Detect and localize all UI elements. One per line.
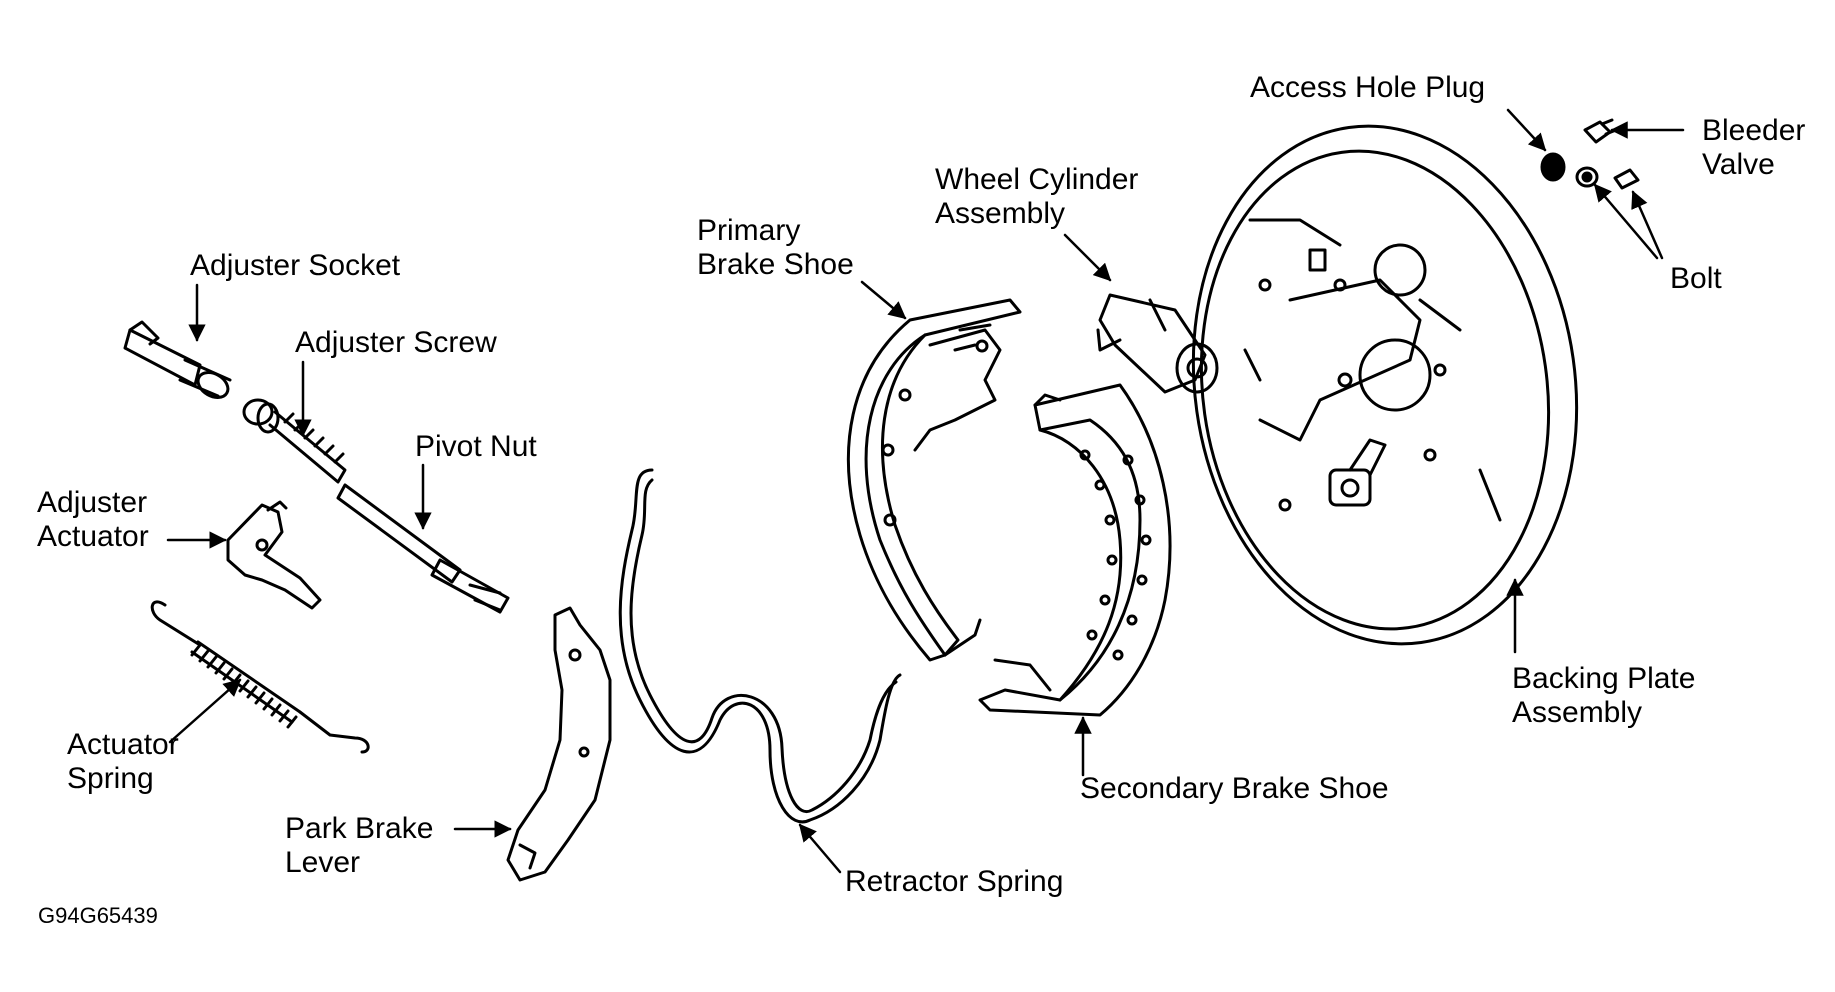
adjuster-actuator-part — [226, 500, 322, 610]
adjuster-socket-part — [123, 320, 232, 399]
arrow-bolt-2 — [1631, 190, 1664, 260]
primary-brake-shoe-part — [846, 298, 1022, 662]
retractor-spring-part — [618, 468, 902, 824]
arrow-actuator-spring — [168, 678, 242, 744]
label-actuator-spring: Actuator Spring — [67, 728, 179, 795]
adjuster-screw-part — [242, 398, 347, 484]
actuator-spring-part — [150, 600, 370, 754]
bolt-parts — [1575, 166, 1640, 190]
label-park-brake-lever: Park Brake Lever — [285, 812, 434, 879]
label-retractor-spring: Retractor Spring — [845, 865, 1064, 898]
label-pivot-nut: Pivot Nut — [415, 430, 537, 463]
pivot-nut-part — [336, 483, 510, 614]
label-bolt: Bolt — [1670, 262, 1722, 295]
label-primary-brake-shoe: Primary Brake Shoe — [697, 214, 854, 281]
arrow-bolt-1 — [1593, 183, 1659, 260]
label-backing-plate-assembly: Backing Plate Assembly — [1512, 662, 1696, 729]
label-bleeder-valve: Bleeder Valve — [1702, 114, 1806, 181]
arrow-access-hole-plug — [1506, 108, 1547, 152]
wheel-cylinder-part — [1096, 293, 1219, 394]
label-adjuster-screw: Adjuster Screw — [295, 326, 497, 359]
backing-plate-part — [1191, 124, 1579, 646]
label-adjuster-actuator: Adjuster Actuator — [37, 486, 149, 553]
arrow-retractor-spring — [798, 823, 842, 874]
access-hole-plug-part — [1540, 152, 1566, 182]
figure-code: G94G65439 — [38, 903, 158, 928]
label-adjuster-socket: Adjuster Socket — [190, 249, 401, 282]
arrow-wheel-cylinder — [1063, 233, 1112, 282]
label-access-hole-plug: Access Hole Plug — [1250, 71, 1486, 104]
arrow-primary-shoe — [860, 280, 907, 320]
leader-arrows — [166, 108, 1685, 874]
label-wheel-cylinder: Wheel Cylinder Assembly — [935, 163, 1139, 230]
park-brake-lever-part — [506, 606, 612, 882]
secondary-brake-shoe-part — [978, 383, 1172, 717]
label-secondary-brake-shoe: Secondary Brake Shoe — [1080, 772, 1389, 805]
